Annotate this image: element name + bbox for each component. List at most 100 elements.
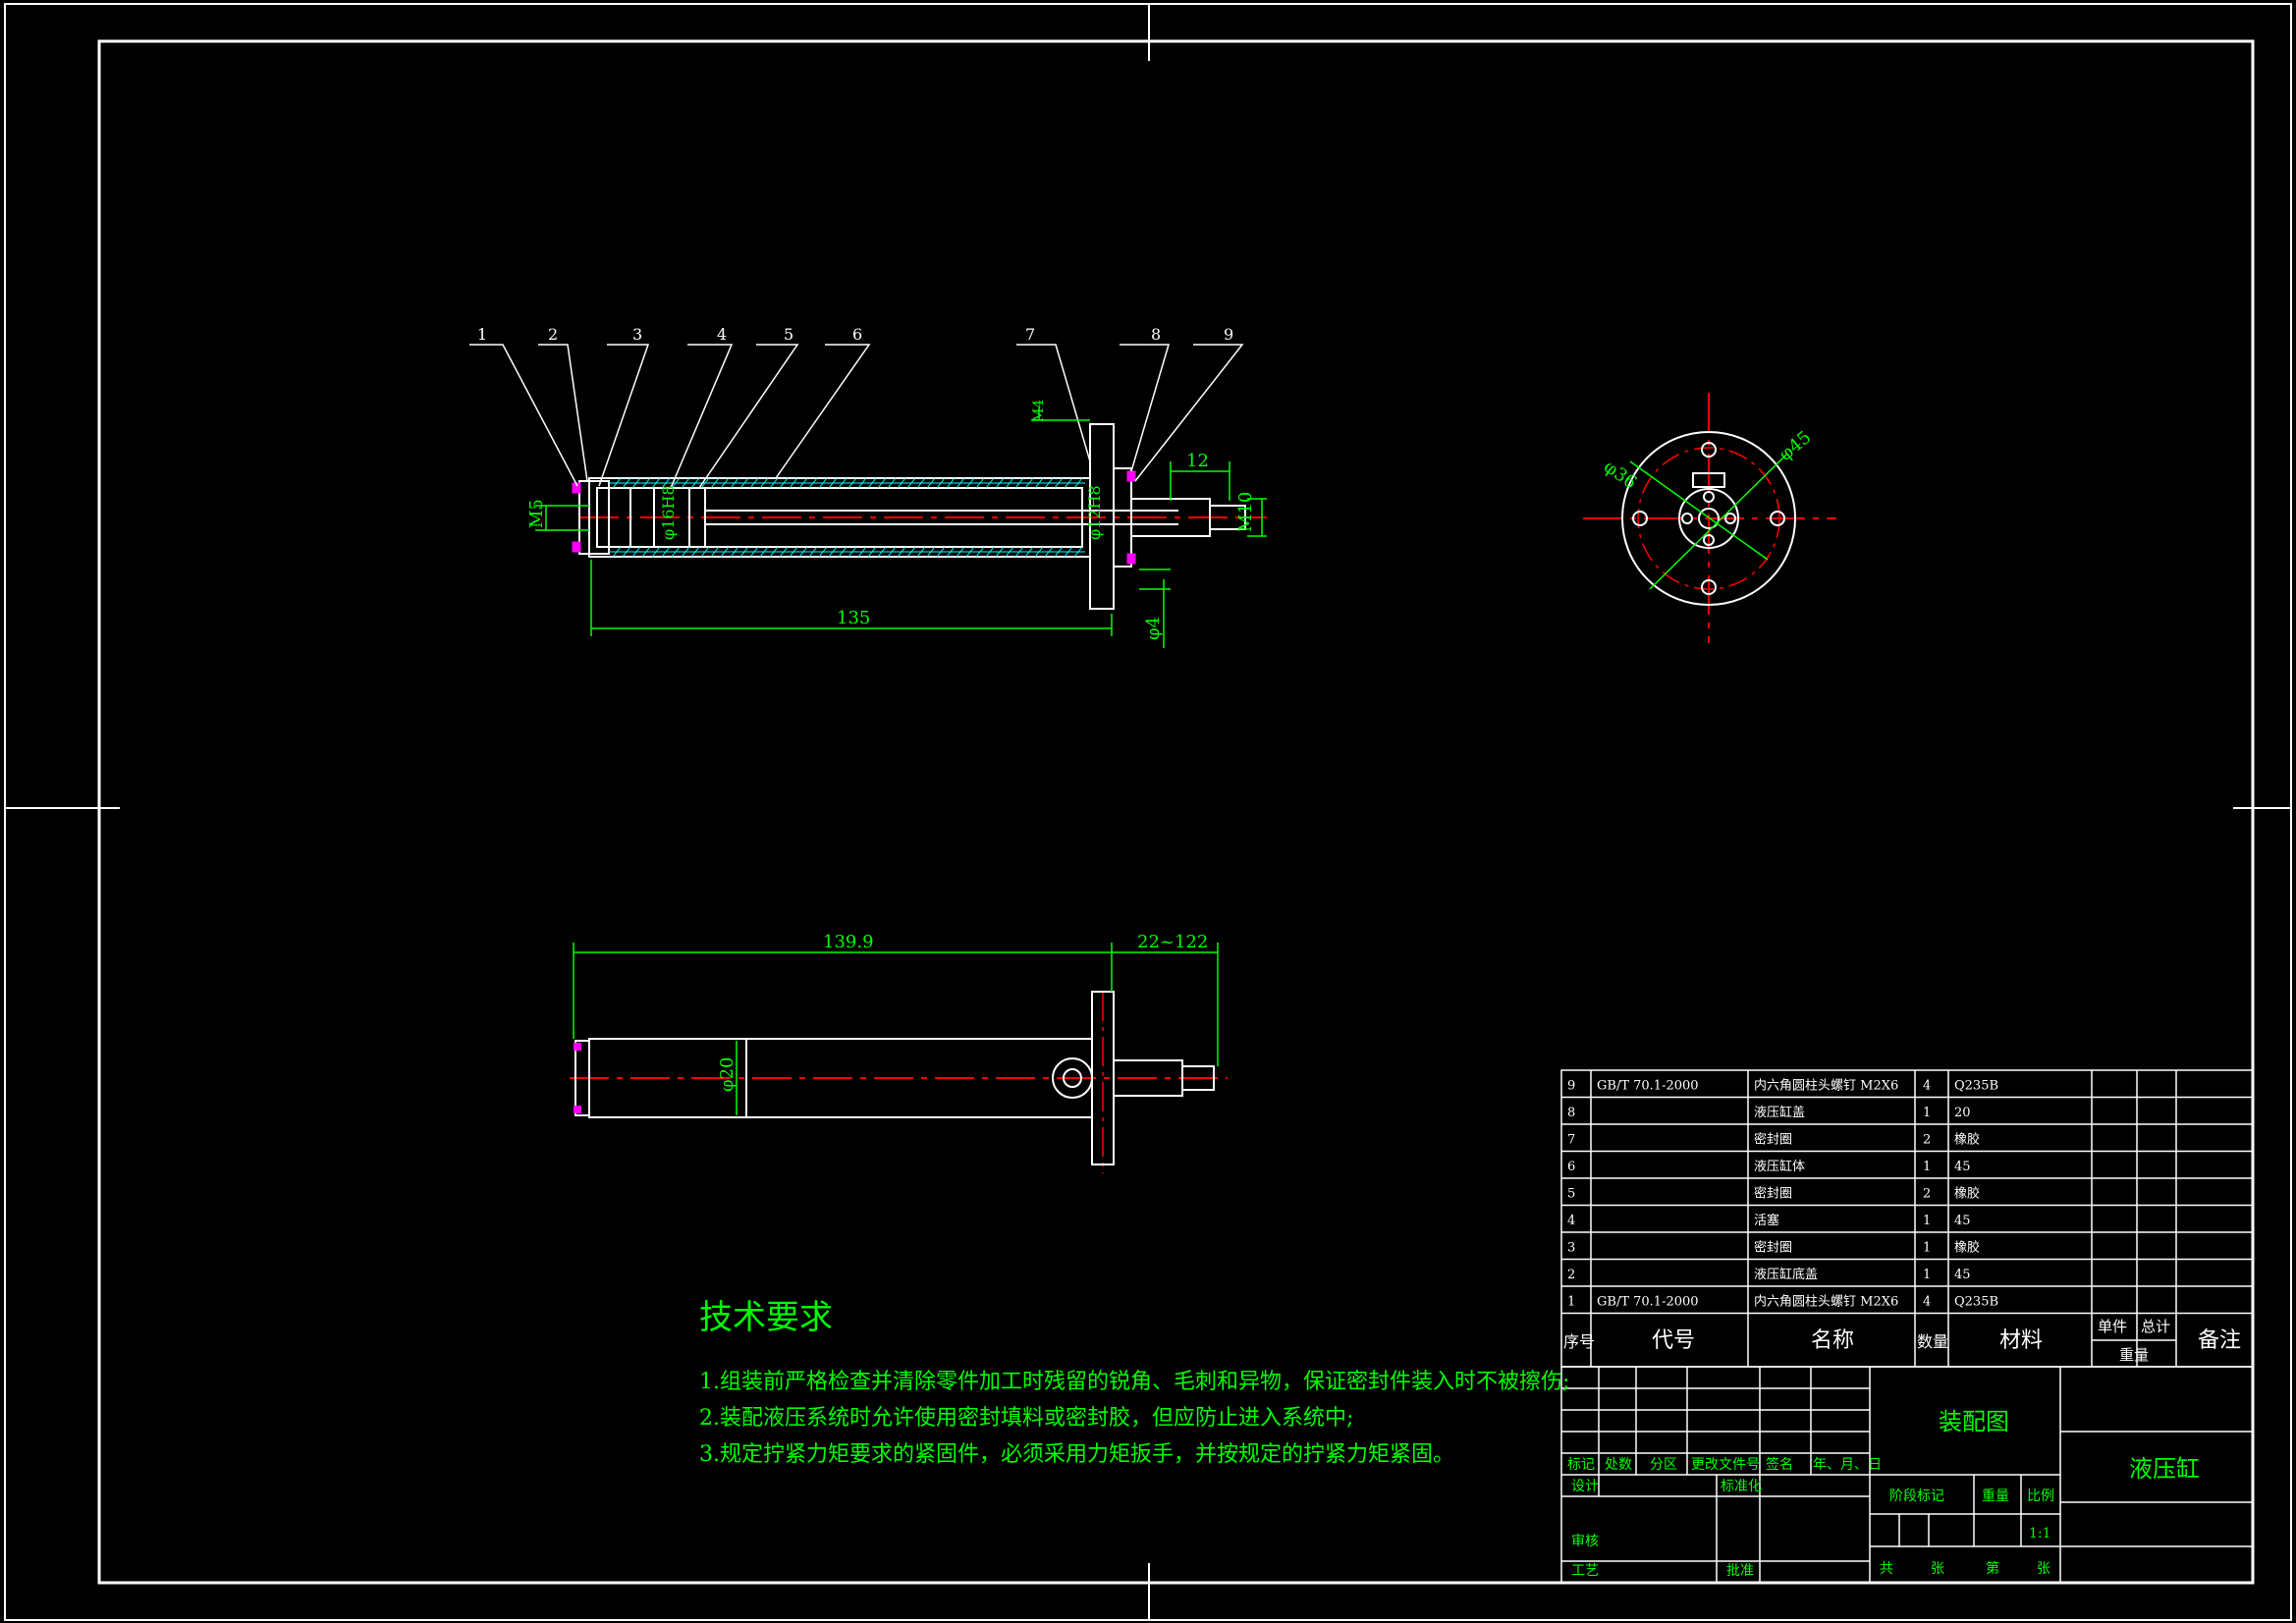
bom-cell-material: 橡胶 bbox=[1954, 1132, 1980, 1148]
drawing-frame bbox=[4, 3, 2292, 1621]
sheet-no: 第 bbox=[1986, 1560, 1999, 1577]
bom-cell-no: 6 bbox=[1567, 1160, 1575, 1174]
balloon-3: 3 bbox=[632, 325, 642, 344]
bom-cell-material: Q235B bbox=[1954, 1079, 1998, 1094]
rev-label-0: 标记 bbox=[1567, 1457, 1595, 1473]
tech-line-1: 1.组装前严格检查并清除零件加工时残留的锐角、毛刺和异物，保证密封件装入时不被擦… bbox=[699, 1370, 1570, 1394]
dim-phi4: φ4 bbox=[1143, 617, 1164, 640]
bom-header-name: 名称 bbox=[1811, 1328, 1854, 1353]
balloon-2: 2 bbox=[548, 325, 558, 344]
bom-cell-qty: 1 bbox=[1923, 1106, 1931, 1120]
bom-cell-name: 液压缸体 bbox=[1754, 1159, 1805, 1174]
dim-m4: M4 bbox=[1031, 400, 1047, 422]
bom-cell-no: 7 bbox=[1567, 1133, 1575, 1148]
bom-cell-material: Q235B bbox=[1954, 1295, 1998, 1310]
bom-cell-no: 5 bbox=[1567, 1187, 1575, 1202]
dim-phi12: φ12H8 bbox=[1085, 485, 1104, 540]
bom-cell-no: 4 bbox=[1567, 1214, 1575, 1228]
rev-label-5: 年、月、日 bbox=[1813, 1457, 1882, 1473]
dim-phi16: φ16H8 bbox=[659, 485, 678, 540]
rev-label-3: 更改文件号 bbox=[1691, 1457, 1760, 1473]
bom-cell-name: 内六角圆柱头螺钉 M2X6 bbox=[1754, 1078, 1898, 1094]
balloon-5: 5 bbox=[784, 325, 793, 344]
label-weight: 重量 bbox=[1982, 1488, 2009, 1504]
label-approve: 批准 bbox=[1726, 1563, 1754, 1579]
bom-cell-name: 液压缸盖 bbox=[1754, 1105, 1805, 1120]
bom-cell-no: 1 bbox=[1567, 1295, 1575, 1310]
balloon-7: 7 bbox=[1025, 325, 1035, 344]
dim-m10: M10 bbox=[1235, 492, 1256, 532]
sheet-unit2: 张 bbox=[2037, 1561, 2050, 1577]
scale-value: 1:1 bbox=[2029, 1526, 2051, 1542]
label-design: 设计 bbox=[1571, 1479, 1599, 1494]
balloon-1: 1 bbox=[477, 325, 487, 344]
end-view: φ36 φ45 bbox=[1583, 393, 1836, 643]
dim-139-9: 139.9 bbox=[823, 932, 874, 952]
balloon-9: 9 bbox=[1224, 325, 1233, 344]
bom-cell-name: 密封圈 bbox=[1754, 1132, 1792, 1148]
dim-phi20: φ20 bbox=[717, 1056, 738, 1092]
dim-12: 12 bbox=[1186, 451, 1209, 471]
dim-135: 135 bbox=[837, 608, 870, 628]
label-scale: 比例 bbox=[2027, 1488, 2054, 1504]
bom-cell-qty: 1 bbox=[1923, 1160, 1931, 1174]
bom-cell-code: GB/T 70.1-2000 bbox=[1597, 1295, 1699, 1310]
bom-header-material: 材料 bbox=[1999, 1328, 2043, 1353]
bom-cell-name: 密封圈 bbox=[1754, 1186, 1792, 1202]
technical-requirements: 技术要求 1.组装前严格检查并清除零件加工时残留的锐角、毛刺和异物，保证密封件装… bbox=[699, 1290, 1569, 1473]
balloon-8: 8 bbox=[1151, 325, 1161, 344]
drawing-type: 装配图 bbox=[1939, 1408, 2009, 1435]
bom-cell-material: 45 bbox=[1954, 1214, 1971, 1228]
tech-title: 技术要求 bbox=[699, 1298, 833, 1337]
bom-cell-qty: 1 bbox=[1923, 1214, 1931, 1228]
sheet-unit1: 张 bbox=[1931, 1561, 1944, 1577]
tech-line-2: 2.装配液压系统时允许使用密封填料或密封胶，但应防止进入系统中; bbox=[699, 1406, 1354, 1431]
bom-cell-no: 3 bbox=[1567, 1241, 1575, 1256]
balloon-6: 6 bbox=[852, 325, 862, 344]
dim-phi36: φ36 bbox=[1600, 457, 1640, 494]
bom-cell-no: 9 bbox=[1567, 1079, 1575, 1094]
tech-line-3: 3.规定拧紧力矩要求的紧固件，必须采用力矩扳手，并按规定的拧紧力矩紧固。 bbox=[699, 1442, 1454, 1467]
bom-cell-qty: 1 bbox=[1923, 1241, 1931, 1256]
title-block bbox=[1560, 1366, 2254, 1584]
bom-cell-name: 密封圈 bbox=[1754, 1240, 1792, 1256]
bom-header-total: 总计 bbox=[2141, 1318, 2170, 1335]
bom-header-no: 序号 bbox=[1563, 1332, 1595, 1351]
external-view: 139.9 22~122 φ20 bbox=[570, 932, 1228, 1173]
section-view: 1 2 3 4 5 6 7 8 9 bbox=[469, 325, 1267, 648]
sheet-total: 共 bbox=[1880, 1561, 1893, 1577]
dim-m5: M5 bbox=[526, 499, 547, 528]
balloon-4: 4 bbox=[717, 325, 727, 344]
bom-cell-no: 2 bbox=[1567, 1268, 1575, 1282]
bom-header-remark: 备注 bbox=[2198, 1328, 2241, 1353]
rev-label-4: 签名 bbox=[1766, 1456, 1793, 1473]
rev-label-1: 处数 bbox=[1605, 1457, 1632, 1473]
bom-cell-name: 内六角圆柱头螺钉 M2X6 bbox=[1754, 1294, 1898, 1310]
bom-header-weight: 重量 bbox=[2119, 1346, 2149, 1364]
bom-header-unit: 单件 bbox=[2098, 1318, 2127, 1335]
bom-cell-material: 20 bbox=[1954, 1106, 1971, 1120]
bom-cell-material: 45 bbox=[1954, 1160, 1971, 1174]
bom-cell-name: 活塞 bbox=[1754, 1213, 1779, 1228]
bom-cell-material: 橡胶 bbox=[1954, 1186, 1980, 1202]
bom-cell-code: GB/T 70.1-2000 bbox=[1597, 1079, 1699, 1094]
bom-cell-material: 橡胶 bbox=[1954, 1240, 1980, 1256]
bom-cell-qty: 4 bbox=[1923, 1079, 1931, 1094]
bom-cell-no: 8 bbox=[1567, 1106, 1575, 1120]
bom-cell-qty: 2 bbox=[1923, 1133, 1931, 1148]
rev-label-2: 分区 bbox=[1650, 1457, 1677, 1473]
label-standardize: 标准化 bbox=[1721, 1479, 1762, 1494]
label-process: 工艺 bbox=[1571, 1563, 1599, 1579]
bom-cell-qty: 1 bbox=[1923, 1268, 1931, 1282]
label-stage-mark: 阶段标记 bbox=[1889, 1488, 1944, 1504]
bom-cell-qty: 4 bbox=[1923, 1295, 1931, 1310]
bom-cell-qty: 2 bbox=[1923, 1187, 1931, 1202]
bom-header-qty: 数量 bbox=[1917, 1332, 1948, 1351]
dim-stroke: 22~122 bbox=[1137, 932, 1208, 952]
label-review: 审核 bbox=[1571, 1534, 1599, 1549]
bom-header-code: 代号 bbox=[1652, 1328, 1695, 1353]
bom-cell-material: 45 bbox=[1954, 1268, 1971, 1282]
bom-cell-name: 液压缸底盖 bbox=[1754, 1267, 1818, 1282]
part-name: 液压缸 bbox=[2129, 1455, 2200, 1483]
